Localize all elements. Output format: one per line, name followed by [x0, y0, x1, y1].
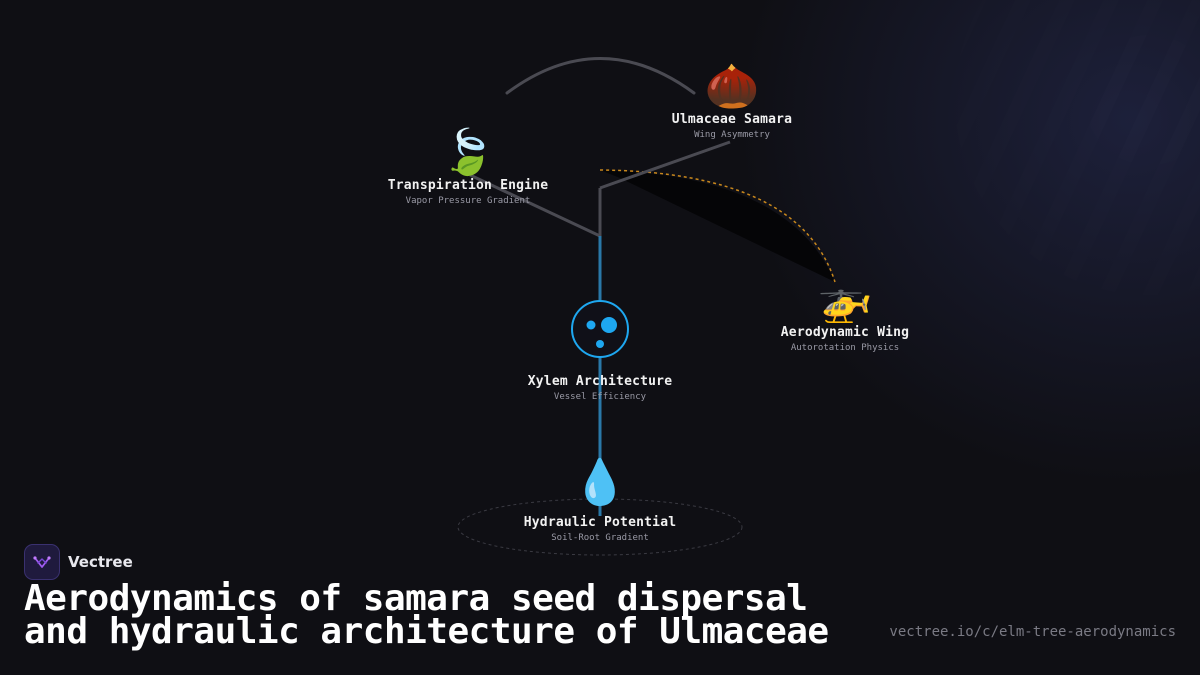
node-transpiration: 🍃 Transpiration Engine Vapor Pressure Gr… [387, 127, 549, 207]
vessel-cells-icon [586, 317, 617, 348]
brand-name: Vectree [68, 553, 133, 571]
leaf-icon: 🍃 [440, 127, 496, 178]
dispersal-sweep [600, 170, 835, 282]
node-samara-title: Ulmaceae Samara [671, 112, 793, 127]
branch-leaf [469, 173, 601, 238]
node-xylem-title: Xylem Architecture [527, 374, 673, 389]
node-hydraulic: 💧 Hydraulic Potential Soil-Root Gradient [523, 457, 677, 544]
helicopter-icon: 🚁 [817, 274, 873, 325]
node-aerodynamic: 🚁 Aerodynamic Wing Autorotation Physics [780, 274, 910, 354]
chestnut-seed-icon: 🌰 [704, 61, 760, 112]
dispersal-trajectory [599, 169, 836, 283]
node-samara-subtitle: Wing Asymmetry [694, 130, 770, 140]
xylem-node-circle [571, 300, 629, 358]
branch-samara [599, 140, 731, 190]
page-title: Aerodynamics of samara seed dispersal an… [24, 578, 829, 652]
node-samara: 🌰 Ulmaceae Samara Wing Asymmetry [671, 61, 793, 141]
node-transpiration-title: Transpiration Engine [387, 178, 549, 193]
node-xylem: Xylem Architecture Vessel Efficiency [528, 374, 672, 402]
node-aerodynamic-subtitle: Autorotation Physics [790, 343, 900, 353]
canopy-arc [505, 57, 696, 95]
water-drop-icon: 💧 [572, 457, 628, 508]
source-url[interactable]: vectree.io/c/elm-tree-aerodynamics [889, 624, 1176, 640]
node-xylem-subtitle: Vessel Efficiency [553, 392, 647, 402]
brand[interactable]: Vectree [24, 544, 133, 580]
node-aerodynamic-title: Aerodynamic Wing [780, 325, 910, 340]
node-hydraulic-title: Hydraulic Potential [523, 515, 677, 530]
node-hydraulic-subtitle: Soil-Root Gradient [551, 533, 649, 543]
node-transpiration-subtitle: Vapor Pressure Gradient [405, 196, 531, 206]
vectree-logo-icon [24, 544, 60, 580]
